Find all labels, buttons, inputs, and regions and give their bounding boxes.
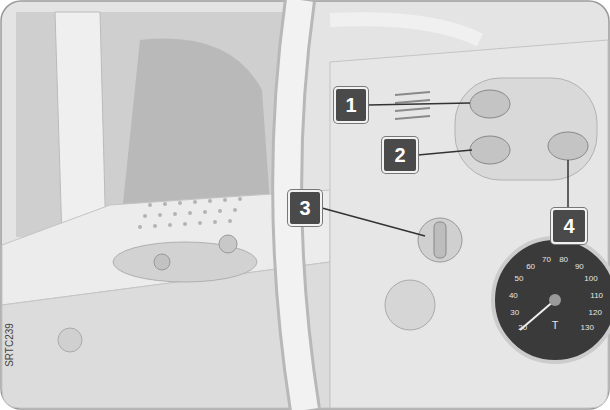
speedometer [493, 238, 610, 362]
gauge-number: 120 [589, 307, 602, 316]
steering-wheel [330, 19, 480, 40]
gauge-number: 30 [510, 307, 519, 316]
speaker-grille [138, 197, 242, 229]
needle-hub [549, 294, 561, 306]
knob-grip [434, 222, 446, 258]
gauge-number: 20 [518, 322, 527, 331]
button [548, 132, 588, 160]
button-pod [455, 78, 597, 180]
gauge-number: 130 [580, 322, 593, 331]
plug [58, 328, 82, 352]
switch [154, 254, 170, 270]
gauge-number: 110 [590, 290, 603, 299]
button [470, 90, 510, 118]
gauge-number: 40 [509, 290, 518, 299]
callout-number: 4 [551, 208, 587, 244]
switch [219, 235, 237, 253]
rotary-knob [418, 218, 462, 262]
gauge-number: 60 [526, 261, 535, 270]
pillar [55, 12, 106, 240]
button [470, 136, 510, 164]
socket [385, 280, 435, 330]
gauge-letter: T [552, 319, 559, 331]
air-vent [395, 92, 430, 119]
callout-number: 3 [288, 190, 322, 226]
gauge-number: 70 [542, 254, 551, 263]
gauge-number: 90 [575, 261, 584, 270]
gauge-number: 50 [515, 274, 524, 283]
callout-number: 2 [382, 137, 418, 173]
gauge-number: 100 [584, 274, 597, 283]
callout-number: 1 [334, 87, 368, 123]
figure-code: SRTC239 [4, 323, 15, 367]
gauge-number: 80 [559, 254, 568, 263]
